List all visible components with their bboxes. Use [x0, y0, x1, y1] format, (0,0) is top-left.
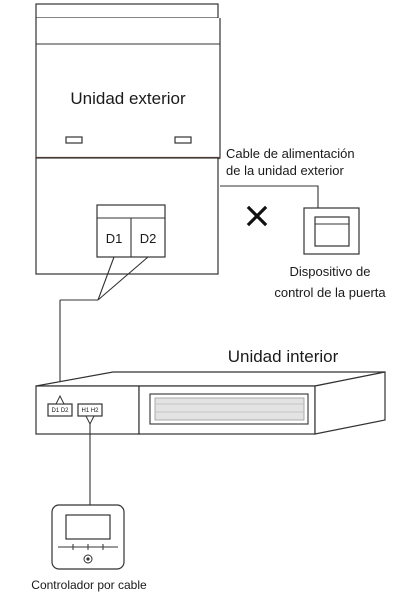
power-cable-label-line2: de la unidad exterior [226, 163, 344, 178]
power-cable-label-line1: Cable de alimentación [226, 146, 355, 161]
wired-controller [51, 504, 125, 570]
outdoor-terminal-block: D1 D2 [96, 204, 166, 258]
door-control-label-line2: control de la puerta [274, 285, 386, 300]
wired-controller-buttons [72, 544, 104, 550]
communication-wiring [59, 256, 149, 396]
wired-controller-label: Controlador por cable [31, 578, 147, 592]
indoor-unit-label: Unidad interior [228, 347, 339, 366]
outdoor-unit: Unidad exterior D1 D2 [35, 3, 221, 275]
indoor-port-arrow-up [55, 394, 65, 405]
terminal-d2: D2 [140, 231, 157, 246]
indoor-unit: D1 D2 H1 H2 [35, 371, 386, 435]
outdoor-unit-label: Unidad exterior [70, 89, 186, 108]
indoor-port-arrow-down [85, 415, 95, 426]
power-cable: Cable de alimentación de la unidad exter… [220, 146, 355, 208]
terminal-d1: D1 [106, 231, 123, 246]
cross-mark-icon [246, 205, 268, 227]
wired-controller-screen [65, 514, 111, 540]
vent-slot-left [65, 136, 83, 144]
vent-slot-right [174, 136, 192, 144]
door-control-screen [314, 216, 350, 247]
indoor-port-d1d2-label: D1 D2 [51, 408, 69, 414]
door-control-label-line1: Dispositivo de [290, 264, 371, 279]
indoor-port-h1h2-label: H1 H2 [81, 408, 99, 414]
door-control-device [303, 207, 360, 255]
